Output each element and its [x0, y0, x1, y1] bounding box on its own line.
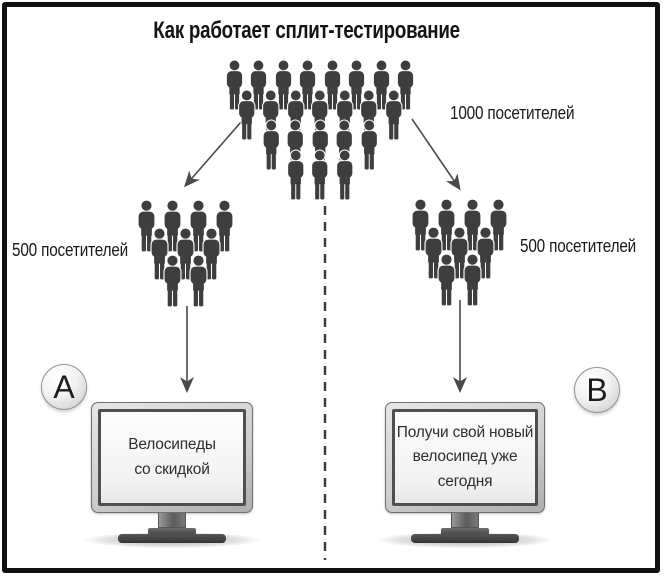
monitor-a-screen: Велосипеды со скидкой: [98, 409, 246, 506]
badge-variant-a: A: [41, 364, 87, 410]
person-icon: [163, 254, 182, 308]
person-icon: [237, 89, 256, 141]
person-icon: [311, 149, 329, 201]
person-icon: [286, 149, 305, 201]
screen-text-b: Получи свой новый велосипед уже сегодня: [396, 424, 534, 490]
crowd-total: [221, 59, 419, 201]
person-icon: [360, 119, 378, 171]
monitor-b-screen: Получи свой новый велосипед уже сегодня: [392, 409, 538, 506]
monitor-a-stand-pedestal: [148, 528, 196, 534]
person-icon: [262, 119, 280, 171]
monitor-b-frame: Получи свой новый велосипед уже сегодня: [385, 402, 545, 513]
crowd-group-b: [406, 198, 513, 307]
monitor-a: Велосипеды со скидкой: [53, 402, 291, 551]
person-icon: [437, 253, 456, 307]
monitor-a-frame: Велосипеды со скидкой: [91, 402, 253, 513]
label-group-b-visitors: 500 посетителей: [520, 236, 637, 256]
crowd-group-a: [132, 199, 239, 308]
badge-variant-b: B: [574, 367, 620, 413]
label-group-a-visitors: 500 посетителей: [12, 240, 129, 260]
monitor-b-stand-neck: [451, 513, 479, 528]
arrow-split-right-icon: [411, 118, 461, 191]
person-icon: [463, 253, 482, 307]
monitor-b-stand-pedestal: [441, 528, 489, 534]
diagram-title: Как работает сплит-тестирование: [153, 17, 461, 44]
person-icon: [189, 254, 208, 308]
label-total-visitors: 1000 посетителей: [450, 103, 575, 123]
arrow-split-left-icon: [184, 113, 249, 188]
monitor-b-stand-base: [411, 534, 519, 543]
screen-text-a: Велосипеды со скидкой: [128, 436, 216, 478]
person-icon: [384, 89, 403, 141]
monitor-a-stand-neck: [158, 513, 186, 528]
monitor-b: Получи свой новый велосипед уже сегодня: [346, 402, 584, 551]
person-icon: [335, 149, 354, 201]
monitor-a-stand-base: [118, 534, 226, 543]
